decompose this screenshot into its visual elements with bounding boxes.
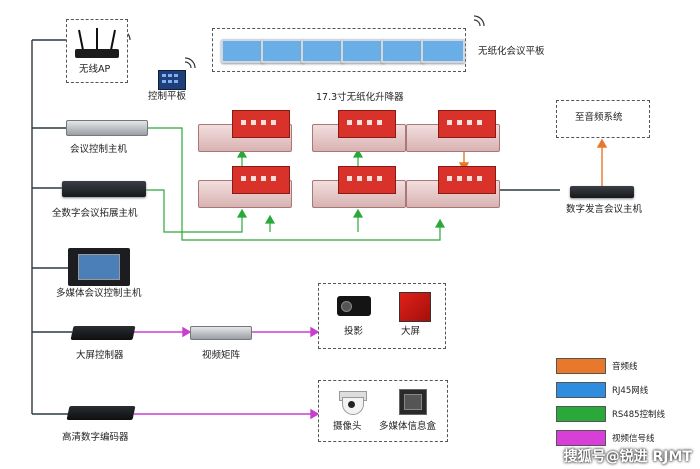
- lifter-unit: [232, 110, 290, 138]
- legend-swatch-rs485: [556, 406, 606, 422]
- digital-speech-host-icon: [570, 186, 634, 198]
- legend-swatch-video: [556, 430, 606, 446]
- conf-control-host-label: 会议控制主机: [70, 144, 128, 155]
- paperless-tablet-label: 无纸化会议平板: [478, 46, 545, 57]
- hd-encoder-icon: [66, 406, 136, 420]
- backbone-lines: [31, 39, 560, 415]
- audio-system-label: 至音频系统: [575, 112, 623, 123]
- projector-label: 投影: [344, 326, 364, 337]
- legend-label-rj45: RJ45网线: [612, 386, 649, 396]
- lifter-unit: [338, 110, 396, 138]
- wireless-ap-label: 无线AP: [79, 64, 111, 75]
- watermark: 搜狐号@锐进 RJMT: [563, 449, 692, 465]
- conf-control-host-icon: [66, 120, 148, 136]
- lifter-unit: [438, 110, 496, 138]
- paperless-tablet-icon: [421, 39, 465, 63]
- lifter-unit: [438, 166, 496, 194]
- router-icon: [75, 28, 119, 58]
- media-box-label: 多媒体信息盒: [379, 421, 437, 432]
- paperless-tablet-icon: [381, 39, 425, 63]
- digital-expand-host-icon: [62, 181, 146, 197]
- control-tablet-label: 控制平板: [148, 91, 187, 102]
- paperless-tablet-icon: [341, 39, 385, 63]
- video-lines: [134, 326, 320, 420]
- paperless-tablet-icon: [261, 39, 305, 63]
- camera-icon: [339, 391, 367, 415]
- control-tablet-icon: [158, 70, 186, 90]
- lifter-label: 17.3寸无纸化升降器: [316, 92, 404, 103]
- big-screen-icon: [399, 292, 431, 322]
- wireless-ap-box: 无线AP: [66, 19, 128, 83]
- legend-swatch-rj45: [556, 382, 606, 398]
- projector-icon: [337, 296, 371, 316]
- big-screen-label: 大屏: [401, 326, 421, 337]
- legend-swatch-audio: [556, 358, 606, 374]
- lifter-unit: [338, 166, 396, 194]
- camera-label: 摄像头: [333, 421, 362, 432]
- hd-encoder-label: 高清数字编码器: [62, 432, 129, 443]
- paperless-tablet-icon: [301, 39, 345, 63]
- capture-device-box: 摄像头 多媒体信息盒: [318, 380, 448, 442]
- video-matrix-label: 视频矩阵: [202, 350, 241, 361]
- screen-controller-label: 大屏控制器: [76, 350, 124, 361]
- video-matrix-icon: [190, 326, 252, 340]
- paperless-tablet-box: [212, 28, 466, 72]
- legend-label-rs485: RS485控制线: [612, 410, 666, 420]
- multimedia-host-label: 多媒体会议控制主机: [56, 288, 142, 299]
- rs485-lines: [146, 127, 446, 241]
- legend-label-audio: 音频线: [612, 362, 638, 372]
- lifter-unit: [232, 166, 290, 194]
- paperless-tablet-icon: [221, 39, 265, 63]
- legend-label-video: 视频信号线: [612, 434, 655, 444]
- display-output-box: 投影 大屏: [318, 283, 446, 349]
- multimedia-host-icon: [68, 248, 130, 286]
- media-box-icon: [399, 389, 427, 415]
- screen-controller-icon: [70, 326, 136, 340]
- digital-expand-host-label: 全数字会议拓展主机: [52, 208, 138, 219]
- audio-system-box: 至音频系统: [556, 100, 650, 138]
- digital-speech-host-label: 数字发言会议主机: [566, 204, 643, 215]
